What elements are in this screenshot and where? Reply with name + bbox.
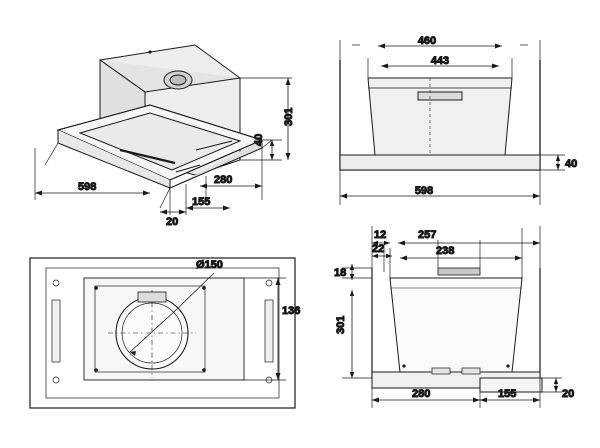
front-base-strip bbox=[339, 154, 541, 171]
side-screw-1 bbox=[402, 364, 406, 368]
side-screw-2 bbox=[506, 364, 510, 368]
plan-hole-right bbox=[265, 279, 273, 287]
dim-side-257: 257 bbox=[398, 229, 540, 246]
dim-front-598-label: 598 bbox=[415, 185, 433, 197]
iso-detail-line bbox=[175, 164, 201, 173]
dim-plan-136: 136 bbox=[244, 277, 301, 381]
dim-front-443-label: 443 bbox=[431, 55, 449, 67]
dim-iso-598: 598 bbox=[35, 181, 150, 196]
dim-side-238: 238 bbox=[400, 245, 522, 261]
iso-fan-inner bbox=[169, 74, 187, 86]
dim-side-18-label: 18 bbox=[334, 267, 346, 279]
iso-slide-panel-thick bbox=[57, 130, 171, 189]
dim-iso-20: 20 bbox=[160, 209, 186, 229]
dim-iso-20-label: 20 bbox=[166, 216, 178, 228]
plan-screw-1 bbox=[94, 286, 98, 290]
front-body bbox=[367, 77, 513, 156]
front-control-slot bbox=[417, 91, 463, 101]
dim-front-460-label: 460 bbox=[418, 35, 436, 47]
iso-screw-1 bbox=[148, 50, 152, 54]
dim-iso-40-label: 40 bbox=[253, 134, 265, 146]
dim-iso-155: 155 bbox=[186, 196, 230, 211]
dim-side-280: 280 bbox=[372, 388, 480, 403]
dim-iso-598-label: 598 bbox=[78, 181, 96, 193]
dim-iso-301: 301 bbox=[283, 78, 296, 160]
view-isometric: 598 301 40 280 155 bbox=[34, 44, 296, 229]
dim-front-443: 443 bbox=[381, 55, 499, 69]
dim-plan-136-label: 136 bbox=[282, 305, 300, 317]
plan-bracket-left bbox=[51, 299, 61, 363]
dim-iso-40: 40 bbox=[253, 133, 275, 160]
plan-duct-circle bbox=[115, 296, 189, 370]
dim-side-18: 18 bbox=[334, 264, 355, 280]
dim-side-301-label: 301 bbox=[335, 316, 347, 334]
dim-front-598: 598 bbox=[340, 185, 540, 199]
dim-plan-d150: Ø150 bbox=[129, 259, 223, 356]
view-plan: Ø150 136 bbox=[29, 257, 301, 409]
dim-side-155: 155 bbox=[480, 388, 540, 403]
plan-bracket-right bbox=[264, 299, 274, 363]
dim-side-155-label: 155 bbox=[498, 388, 516, 400]
dim-iso-155-label: 155 bbox=[192, 196, 210, 208]
dim-side-22-label: 22 bbox=[372, 243, 384, 255]
plan-hole-left bbox=[52, 279, 60, 287]
side-body bbox=[389, 277, 523, 373]
dim-front-40-label: 40 bbox=[565, 158, 577, 170]
dim-iso-301-label: 301 bbox=[283, 108, 295, 126]
side-filter-tab-1 bbox=[431, 367, 451, 375]
dim-plan-d150-label: Ø150 bbox=[196, 259, 223, 271]
dim-iso-280-label: 280 bbox=[214, 174, 232, 186]
view-front: 460 443 598 40 bbox=[339, 35, 578, 205]
iso-handle bbox=[119, 148, 176, 165]
dim-side-280-label: 280 bbox=[412, 388, 430, 400]
dim-side-257-label: 257 bbox=[418, 229, 436, 241]
plan-connector bbox=[137, 291, 167, 303]
dim-side-238-label: 238 bbox=[436, 245, 454, 257]
plan-screw-2 bbox=[202, 286, 206, 290]
plan-hole-left-b bbox=[52, 376, 60, 384]
front-extension-lines bbox=[339, 40, 565, 205]
iso-extension-lines bbox=[34, 77, 292, 215]
dim-side-12: 12 bbox=[372, 229, 390, 246]
plan-inner-body bbox=[45, 267, 280, 399]
side-control-bar bbox=[437, 267, 481, 276]
plan-screw-3 bbox=[94, 368, 98, 372]
dim-front-40: 40 bbox=[555, 155, 578, 171]
dim-side-12-label: 12 bbox=[374, 229, 386, 241]
iso-light-slot bbox=[195, 140, 233, 151]
dim-side-20: 20 bbox=[553, 378, 575, 401]
view-side: 12 257 22 238 18 bbox=[334, 226, 575, 408]
dim-side-22: 22 bbox=[372, 243, 392, 259]
dim-side-20-label: 20 bbox=[562, 388, 574, 400]
dim-side-301: 301 bbox=[335, 290, 355, 378]
plan-screw-4 bbox=[202, 368, 206, 372]
plan-motor-inner bbox=[94, 285, 206, 373]
iso-filter-face bbox=[78, 112, 242, 171]
side-extension-lines bbox=[342, 226, 562, 408]
side-filter-tab-2 bbox=[461, 367, 481, 375]
dim-front-460: 460 bbox=[378, 35, 502, 49]
dim-iso-280: 280 bbox=[200, 174, 262, 189]
